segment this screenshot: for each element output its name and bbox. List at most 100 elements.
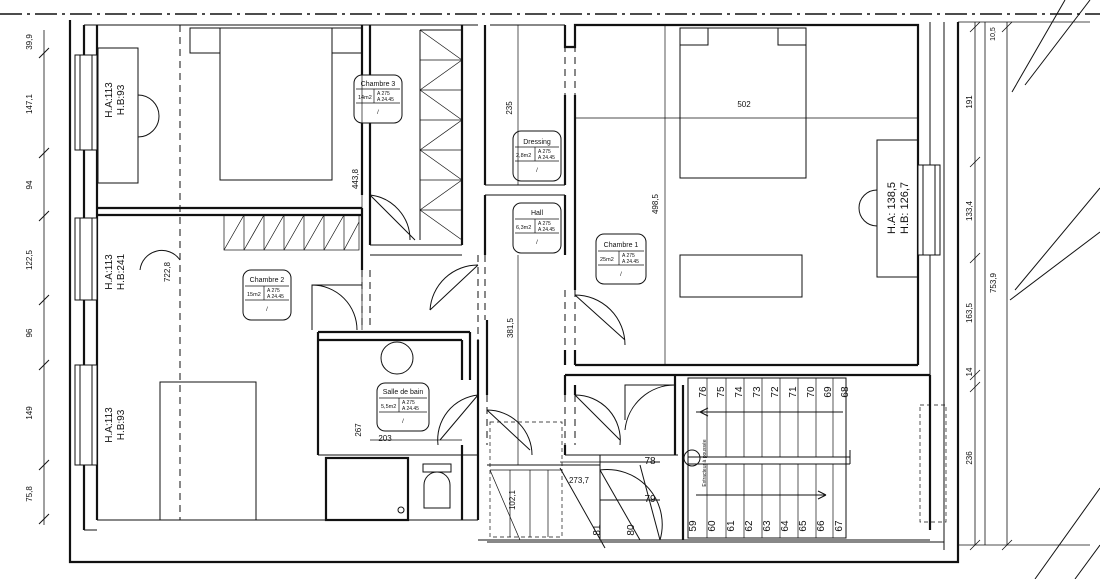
room-name: Chambre 2 [250,277,285,284]
svg-text:H.A:113: H.A:113 [104,254,115,290]
room-mark: / [402,419,404,425]
window-frames [74,54,941,466]
svg-text:72: 72 [770,386,781,398]
stair-mark-78: 78 [644,456,656,467]
room-tag-dressing[interactable]: Dressing 2,8m2 A 275 A 24.45 / [512,130,562,182]
room-tag-hall[interactable]: Hall 6,3m2 A 275 A 24.45 / [512,202,562,254]
svg-text:H.B: 126,7: H.B: 126,7 [899,182,911,234]
left-dim-label: 149 [25,406,34,420]
room-mark: / [536,168,538,174]
room-tag-chambre-3[interactable]: Chambre 3 14m2 A 275 A 24.45 / [353,74,403,124]
svg-text:H.B:93: H.B:93 [116,409,127,440]
stair-numbers-top: 76 75 74 73 72 71 70 69 68 [698,386,851,398]
svg-text:H.A: 138,5: H.A: 138,5 [886,182,898,234]
svg-text:63: 63 [762,520,773,532]
room-name: Chambre 3 [361,81,396,88]
right-dim-label: 163,5 [965,302,974,323]
svg-text:H.B:241: H.B:241 [116,253,127,290]
svg-text:74: 74 [734,386,745,398]
svg-text:67: 67 [834,520,845,532]
left-dim-label: 122,5 [25,249,34,270]
window-label-2: H.A:113 H.B:241 [104,253,127,290]
stair-mark-79: 79 [644,494,656,505]
svg-text:65: 65 [798,520,809,532]
svg-text:68: 68 [840,386,851,398]
dim-381: 381,5 [506,317,515,338]
room-height: A 275 [267,288,280,294]
room-height: A 275 [538,149,551,155]
wardrobe-hatching [223,29,463,251]
site-diagonals [1009,0,1100,579]
room-area: 5,5m2 [381,404,396,410]
left-dim-label: 39,9 [25,34,34,50]
right-dimension-chain [958,21,1090,551]
room-area: 2,8m2 [516,153,531,159]
room-height: A 24.45 [538,155,555,161]
room-name: Hall [531,210,544,217]
svg-text:H.B:93: H.B:93 [116,84,127,115]
staircase [489,377,947,549]
furniture [97,27,919,522]
room-height: A 24.45 [377,97,394,103]
window-label-3: H.A:113 H.B:93 [104,407,127,443]
svg-text:61: 61 [726,520,737,532]
svg-text:60: 60 [707,520,718,532]
dim-235: 235 [505,101,514,115]
svg-text:H.A:113: H.A:113 [104,407,115,443]
room-height: A 24.45 [267,294,284,300]
svg-text:64: 64 [780,520,791,532]
room-height: A 275 [622,253,635,259]
interior-dimension-lines [361,25,918,541]
right-dim-label: 191 [965,95,974,109]
room-height: A 24.45 [538,227,555,233]
svg-text:H.A:113: H.A:113 [104,82,115,118]
dim-267: 267 [354,423,363,437]
dim-203: 203 [378,434,392,443]
room-tag-salle-de-bain[interactable]: Salle de bain 5,5m2 A 275 A 24.45 / [376,382,430,432]
right-dim-label: 133,4 [965,200,974,221]
room-area: 25m2 [600,257,614,263]
room-height: A 275 [377,91,390,97]
left-dim-label: 75,8 [25,486,34,502]
window-label-4: H.A: 138,5 H.B: 126,7 [886,182,911,234]
right-dim-label: 753,9 [989,272,998,293]
stair-mark-81: 81 [592,524,603,536]
room-mark: / [266,307,268,313]
dim-502: 502 [737,100,751,109]
dim-102: 102,1 [508,489,517,510]
dim-443: 443,8 [351,168,360,189]
svg-text:59: 59 [688,520,699,532]
left-dim-label: 96 [25,328,34,337]
right-dim-label: 10,5 [990,27,997,41]
room-area: 15m2 [247,292,261,298]
stair-mark-80: 80 [626,524,637,536]
svg-text:70: 70 [806,386,817,398]
right-dim-label: 236 [965,451,974,465]
dashed-openings [179,25,576,520]
left-dim-label: 147,1 [25,93,34,114]
room-mark: / [536,240,538,246]
room-name: Salle de bain [383,389,424,396]
room-height: A 275 [538,221,551,227]
dim-498: 498,5 [651,193,660,214]
room-area: 14m2 [358,95,372,101]
stair-extractor-label: Extracteur à poussée [702,439,708,486]
svg-text:69: 69 [823,386,834,398]
left-dim-label: 94 [25,180,34,189]
exterior-walls [68,20,960,564]
room-mark: / [620,272,622,278]
stair-numbers-bottom: 59 60 61 62 63 64 65 66 67 [688,520,845,532]
right-dim-label: 14 [965,367,974,376]
room-tag-chambre-2[interactable]: Chambre 2 15m2 A 275 A 24.45 / [242,269,292,321]
svg-text:75: 75 [716,386,727,398]
room-height: A 24.45 [402,406,419,412]
room-name: Chambre 1 [604,242,639,249]
svg-text:76: 76 [698,386,709,398]
room-tag-chambre-1[interactable]: Chambre 1 25m2 A 275 A 24.45 / [595,233,647,285]
svg-text:73: 73 [752,386,763,398]
room-area: 6,3m2 [516,225,531,231]
doors [311,194,676,456]
room-height: A 275 [402,400,415,406]
dim-722: 722,8 [163,261,172,282]
